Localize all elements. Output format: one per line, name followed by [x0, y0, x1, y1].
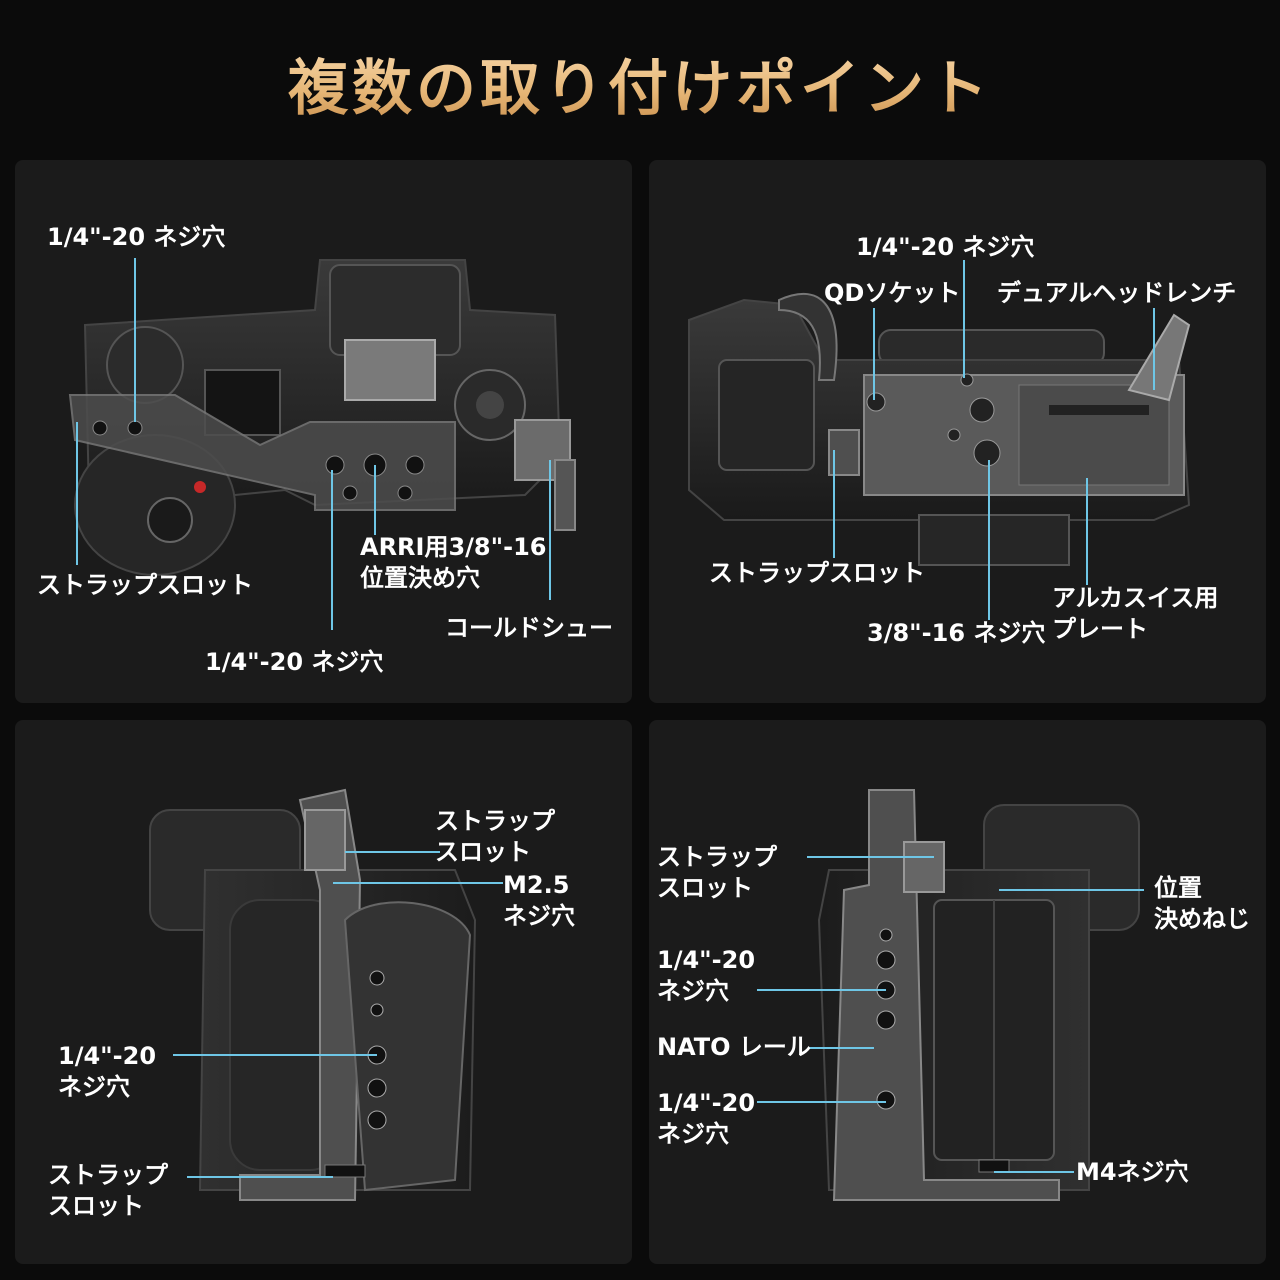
label-screw-line1: 1/4"-20 [58, 1042, 157, 1070]
camera-bottom-illustration [688, 260, 1191, 620]
label-dual-wrench: デュアルヘッドレンチ [997, 279, 1237, 307]
label-arca-line1: アルカスイス用 [1052, 584, 1219, 612]
label-arri-hole: ARRI用3/8"-16 位置決め穴 [360, 532, 547, 594]
leader-lines [76, 258, 551, 630]
label-strap-slot: ストラップ スロット [657, 842, 777, 904]
label-screw-line2: ネジ穴 [58, 1073, 130, 1101]
leader-lines [833, 260, 1155, 620]
panel-top-view: 1/4"-20 ネジ穴 ストラップスロット ARRI用3/8"-16 位置決め穴… [15, 160, 632, 703]
label-strap-line2: スロット [657, 874, 753, 902]
label-arca-line2: プレート [1052, 615, 1148, 643]
panel-side-view: ストラップ スロット 位置 決めねじ 1/4"-20 ネジ穴 NATO レール … [649, 720, 1266, 1264]
page-title: 複数の取り付けポイント [0, 40, 1280, 127]
label-strap-slot-top: ストラップ スロット [435, 806, 555, 868]
label-screw-b-line1: 1/4"-20 [657, 1089, 756, 1117]
camera-grip-side-illustration [149, 788, 503, 1201]
label-screw-a-line1: 1/4"-20 [657, 946, 756, 974]
camera-top-illustration [68, 258, 576, 630]
label-locating-line1: 位置 [1154, 874, 1202, 902]
label-screw-b: 1/4"-20 ネジ穴 [657, 1088, 755, 1150]
label-screw-top: 1/4"-20 ネジ穴 [47, 223, 226, 251]
label-screw: 1/4"-20 ネジ穴 [58, 1041, 156, 1103]
panel-grip-side-view: ストラップ スロット M2.5 ネジ穴 1/4"-20 ネジ穴 ストラップ スロ… [15, 720, 632, 1264]
label-strap-bottom-line1: ストラップ [48, 1161, 168, 1189]
label-screw-a: 1/4"-20 ネジ穴 [657, 945, 755, 1007]
label-strap-slot: ストラップスロット [37, 571, 253, 599]
label-arri-line1: ARRI用3/8"-16 [360, 533, 547, 561]
label-cold-shoe: コールドシュー [445, 614, 613, 642]
label-strap-bottom-line2: スロット [48, 1192, 144, 1220]
label-screw-a-line2: ネジ穴 [657, 977, 729, 1005]
label-screw-38: 3/8"-16 ネジ穴 [867, 619, 1046, 647]
camera-side-illustration [757, 789, 1144, 1201]
label-strap-top-line1: ストラップ [435, 807, 555, 835]
label-m25-line1: M2.5 [503, 871, 570, 899]
label-m25-line2: ネジ穴 [503, 902, 575, 930]
label-screw-bottom: 1/4"-20 ネジ穴 [205, 648, 384, 676]
label-m25-hole: M2.5 ネジ穴 [503, 870, 575, 932]
label-strap-top-line2: スロット [435, 838, 531, 866]
label-strap-slot: ストラップスロット [709, 559, 925, 587]
label-screw-top: 1/4"-20 ネジ穴 [856, 233, 1035, 261]
label-screw-b-line2: ネジ穴 [657, 1120, 729, 1148]
label-strap-slot-bottom: ストラップ スロット [48, 1160, 168, 1222]
label-locating-screw: 位置 決めねじ [1154, 873, 1250, 935]
leader-lines [757, 856, 1144, 1173]
label-m4-hole: M4ネジ穴 [1076, 1158, 1189, 1186]
label-strap-line1: ストラップ [657, 843, 777, 871]
label-qd-socket: QDソケット [824, 279, 961, 307]
label-nato-rail: NATO レール [657, 1033, 811, 1061]
leader-lines [173, 851, 503, 1178]
label-arca-plate: アルカスイス用 プレート [1052, 583, 1218, 645]
label-arri-line2: 位置決め穴 [360, 564, 480, 592]
label-locating-line2: 決めねじ [1154, 905, 1250, 933]
panel-bottom-view: 1/4"-20 ネジ穴 QDソケット デュアルヘッドレンチ ストラップスロット … [649, 160, 1266, 703]
